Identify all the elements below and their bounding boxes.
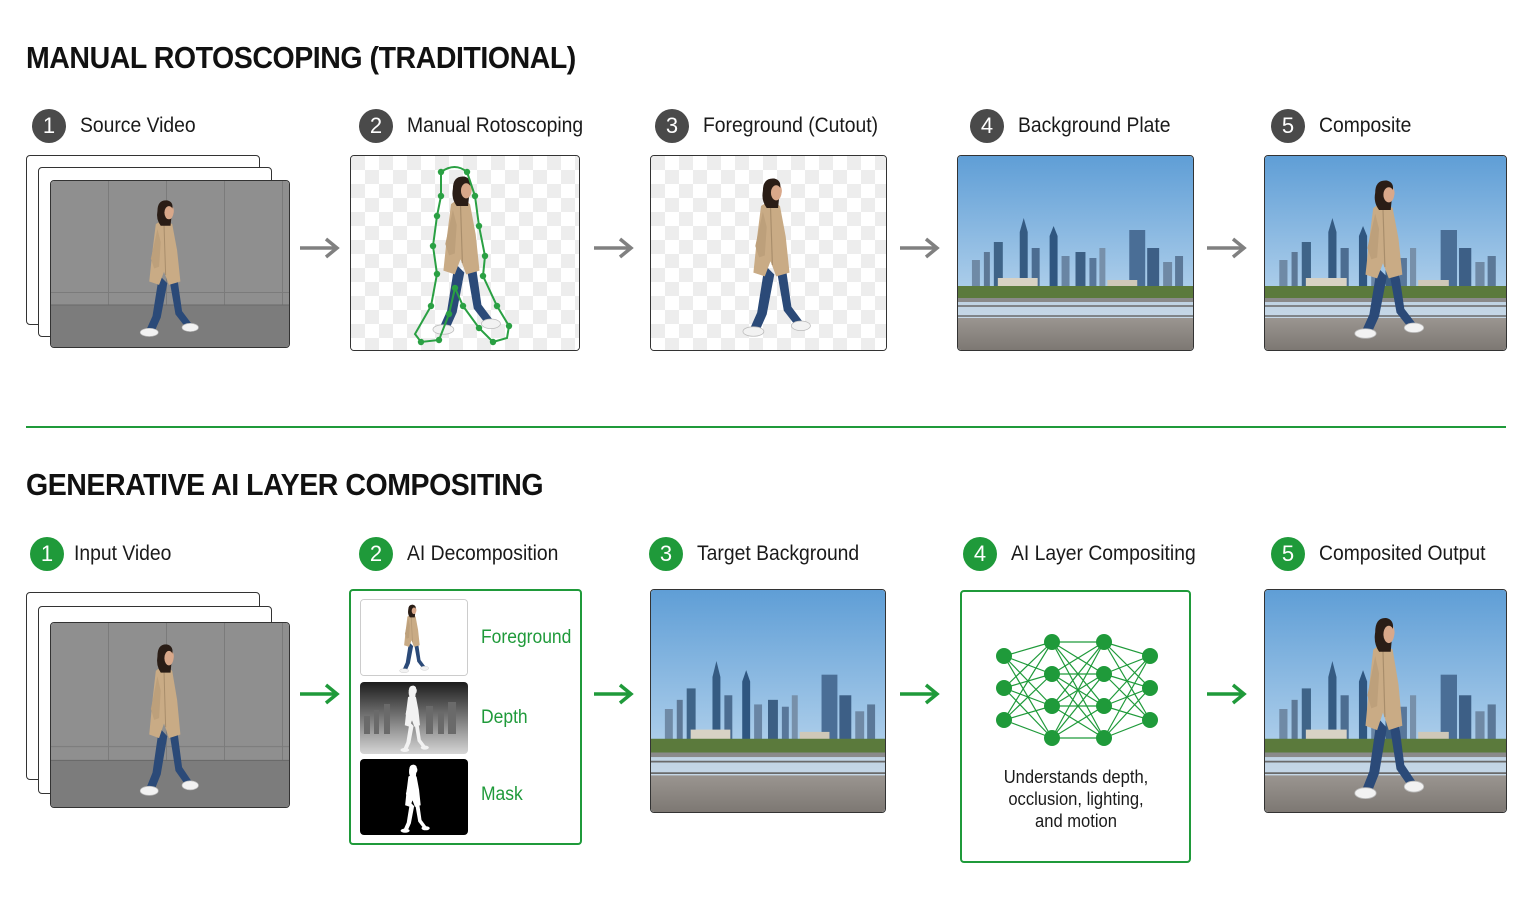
section-divider	[26, 426, 1506, 428]
background-plate-frame	[957, 155, 1194, 351]
layer-label-mask: Mask	[481, 784, 523, 805]
traditional-section-title: MANUAL ROTOSCOPING (TRADITIONAL)	[26, 40, 576, 75]
flow-arrow	[900, 237, 940, 259]
step-number-badge: 1	[32, 109, 66, 143]
layer-label-foreground: Foreground	[481, 627, 572, 648]
step-number-badge: 1	[30, 537, 64, 571]
step-number-badge: 2	[359, 537, 393, 571]
flow-arrow-green	[594, 683, 634, 705]
depth-layer-thumb	[360, 682, 468, 754]
ai-layer-compositing-box	[960, 590, 1191, 863]
foreground-cutout-frame	[650, 155, 887, 351]
layer-label-depth: Depth	[481, 707, 528, 728]
flow-arrow-green	[900, 683, 940, 705]
step-label: Input Video	[74, 542, 172, 565]
composited-output-frame	[1264, 589, 1507, 813]
ai-step-2-header: 2 AI Decomposition	[359, 537, 572, 571]
step-number-badge: 5	[1271, 537, 1305, 571]
caption-line: and motion	[1035, 811, 1117, 831]
step-number-badge: 3	[655, 109, 689, 143]
step-number-badge: 3	[649, 537, 683, 571]
step-label: Foreground (Cutout)	[703, 114, 879, 137]
step-label: AI Layer Compositing	[1011, 542, 1196, 565]
step-number-badge: 4	[970, 109, 1004, 143]
step-number-badge: 4	[963, 537, 997, 571]
input-video-frame	[50, 622, 290, 808]
flow-arrow	[1207, 237, 1247, 259]
step-label: Background Plate	[1018, 114, 1171, 137]
step-label: Manual Rotoscoping	[407, 114, 584, 137]
foreground-layer-thumb	[360, 599, 468, 676]
ai-decomposition-box: Foreground Depth Mask	[349, 589, 582, 845]
step-label: Composited Output	[1319, 542, 1486, 565]
mask-layer-thumb	[360, 759, 468, 835]
rotoscoping-frame	[350, 155, 580, 351]
ai-step-3-header: 3 Target Background	[649, 537, 873, 571]
trad-step-5-header: 5 Composite	[1271, 109, 1419, 143]
flow-arrow	[594, 237, 634, 259]
trad-step-3-header: 3 Foreground (Cutout)	[655, 109, 893, 143]
caption-line: Understands depth,	[1003, 767, 1149, 787]
step-label: AI Decomposition	[407, 542, 559, 565]
composite-frame	[1264, 155, 1507, 351]
step-number-badge: 2	[359, 109, 393, 143]
flow-arrow-green	[1207, 683, 1247, 705]
trad-step-4-header: 4 Background Plate	[970, 109, 1184, 143]
ai-step-1-header: 1 Input Video	[30, 537, 180, 571]
trad-step-1-header: 1 Source Video	[32, 109, 206, 143]
trad-step-2-header: 2 Manual Rotoscoping	[359, 109, 598, 143]
step-number-badge: 5	[1271, 109, 1305, 143]
step-label: Target Background	[697, 542, 860, 565]
caption-line: occlusion, lighting,	[1008, 789, 1144, 809]
ai-step-5-header: 5 Composited Output	[1271, 537, 1500, 571]
step-label: Source Video	[80, 114, 196, 137]
flow-arrow	[300, 237, 340, 259]
neural-network-caption: Understands depth, occlusion, lighting, …	[962, 766, 1190, 832]
ai-section-title: GENERATIVE AI LAYER COMPOSITING	[26, 467, 544, 502]
flow-arrow-green	[300, 683, 340, 705]
neural-network-icon	[996, 634, 1158, 746]
target-background-frame	[650, 589, 886, 813]
step-label: Composite	[1319, 114, 1412, 137]
ai-step-4-header: 4 AI Layer Compositing	[963, 537, 1212, 571]
source-video-frame	[50, 180, 290, 348]
